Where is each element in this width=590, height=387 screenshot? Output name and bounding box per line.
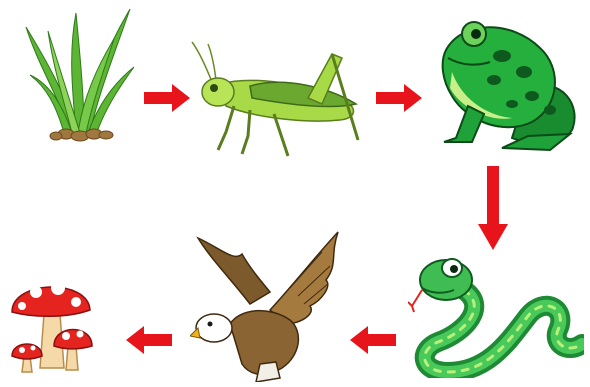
grasshopper-icon	[190, 40, 362, 158]
arrow-right-icon	[376, 84, 422, 112]
mushroom-icon	[6, 268, 102, 376]
eagle-icon	[190, 228, 342, 382]
arrow-down-icon	[478, 166, 508, 250]
arrow-right-icon	[144, 84, 190, 112]
snake-icon	[408, 246, 584, 378]
arrow-left-icon	[350, 326, 396, 354]
frog-icon	[432, 10, 584, 152]
grass-icon	[18, 5, 138, 143]
arrow-left-icon	[126, 326, 172, 354]
